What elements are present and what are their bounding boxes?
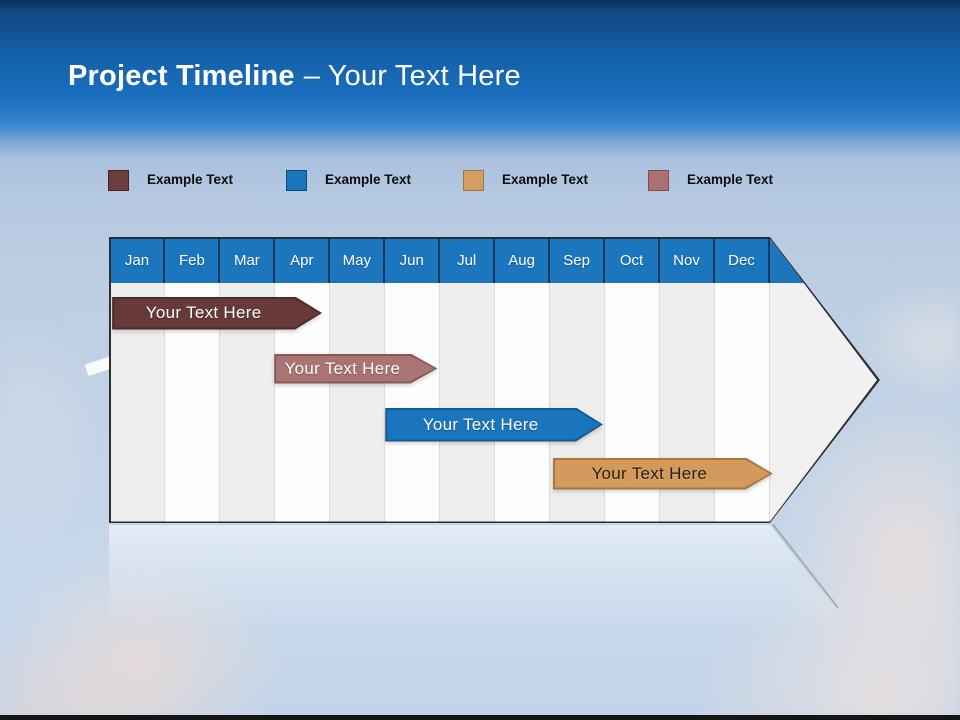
timeline-bar: Your Text Here	[385, 408, 603, 442]
legend-label: Example Text	[687, 172, 774, 187]
legend-swatch	[108, 170, 129, 191]
month-cell: Jun	[385, 238, 441, 283]
month-column	[385, 282, 441, 522]
month-cell: Mar	[220, 238, 276, 283]
legend-label: Example Text	[502, 172, 589, 187]
month-cell: Oct	[605, 238, 661, 283]
month-cell: Nov	[660, 238, 715, 283]
legend-swatch	[463, 170, 484, 191]
month-cell: Jan	[111, 238, 166, 283]
legend-swatch	[648, 170, 669, 191]
legend-label: Example Text	[147, 172, 234, 187]
timeline-bar-label: Your Text Here	[284, 358, 401, 378]
month-cell: Apr	[275, 238, 331, 283]
timeline-bar: Your Text Here	[112, 297, 322, 330]
bottom-bar	[0, 715, 960, 720]
month-cell: Dec	[715, 238, 770, 283]
month-cell: May	[330, 238, 386, 283]
title-bold: Project Timeline	[68, 60, 295, 92]
month-cell: Feb	[165, 238, 221, 283]
timeline-bar: Your Text Here	[274, 354, 437, 384]
month-column	[495, 282, 551, 522]
timeline-reflection	[109, 525, 880, 668]
page-title: Project Timeline– Your Text Here	[68, 60, 521, 93]
legend-label: Example Text	[325, 172, 412, 187]
timeline-bar-label: Your Text Here	[422, 414, 539, 434]
month-cell: Aug	[495, 238, 551, 283]
timeline-bar-label: Your Text Here	[591, 463, 708, 483]
month-column	[440, 282, 496, 522]
title-regular: – Your Text Here	[303, 60, 521, 92]
month-cell: Jul	[440, 238, 496, 283]
timeline-bar-label: Your Text Here	[145, 303, 262, 322]
legend-swatch	[286, 170, 307, 191]
month-cell: Sep	[550, 238, 606, 283]
timeline-bar: Your Text Here	[553, 458, 773, 490]
month-column	[330, 282, 386, 522]
